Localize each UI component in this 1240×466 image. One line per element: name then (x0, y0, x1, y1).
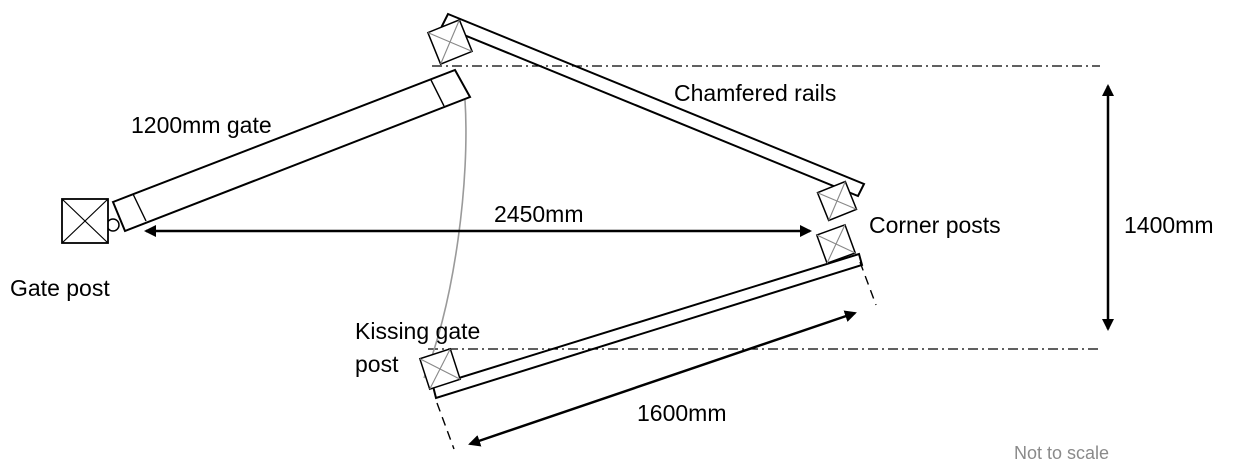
kissing-gate-post-label-line1: Kissing gate (355, 318, 480, 344)
kissing-gate-post-icon (418, 347, 462, 391)
kissing-gate-post-label-line2: post (355, 351, 399, 377)
gate-post-icon (61, 198, 109, 244)
depth-label: 1400mm (1124, 212, 1213, 238)
gate-hinge-divider (132, 193, 147, 222)
rail-length-label: 1600mm (637, 400, 726, 426)
top-post-icon (426, 18, 474, 66)
gate-label: 1200mm gate (131, 112, 272, 138)
not-to-scale-note: Not to scale (1014, 443, 1109, 463)
corner-post-upper-icon (816, 180, 858, 222)
lower-chamfered-rail (431, 252, 864, 400)
rail-length-dimension-arrow (468, 310, 857, 447)
gate-end-divider (430, 79, 445, 107)
rails-label: Chamfered rails (674, 80, 836, 106)
gate-leaf (111, 68, 472, 233)
gate-swing-arc (423, 99, 467, 379)
rail-extension-left (436, 402, 455, 450)
upper-chamfered-rail (440, 12, 866, 198)
span-label: 2450mm (494, 201, 583, 227)
rail-extension-right (859, 261, 877, 306)
gate-post-label: Gate post (10, 275, 110, 301)
corner-posts-label: Corner posts (869, 212, 1001, 238)
corner-post-lower-icon (815, 223, 857, 265)
